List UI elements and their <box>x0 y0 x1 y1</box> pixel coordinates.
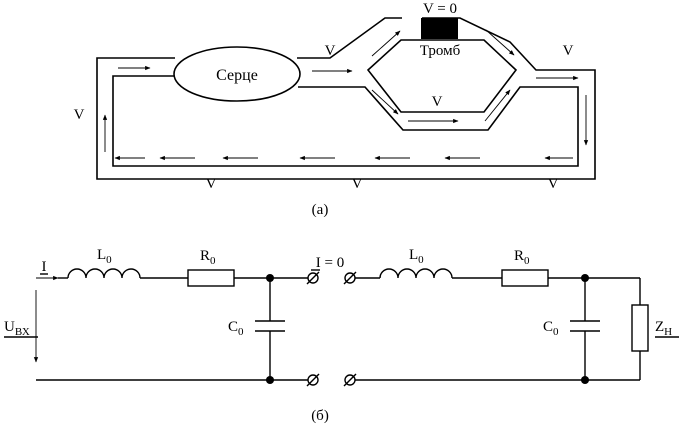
equivalent-circuit: I L0 R0 C0 UВХ <box>4 247 679 424</box>
velocity-label-left: V <box>74 107 85 123</box>
inductor-1-label: L0 <box>97 247 112 266</box>
flow-arrows <box>102 29 589 161</box>
resistor-2-label: R0 <box>514 248 530 267</box>
vessel-branch-island <box>366 39 518 113</box>
velocity-label-bottom-3: V <box>548 176 559 192</box>
velocity-label-branch: V <box>432 94 443 110</box>
velocity-label-top: V <box>325 43 336 59</box>
velocity-label-bottom-1: V <box>206 176 217 192</box>
velocity-label-bottom-2: V <box>352 176 363 192</box>
node-bottom-2 <box>581 376 589 384</box>
break-terminals-bottom <box>306 373 357 387</box>
load-impedance <box>631 304 649 352</box>
circulation-diagram: Серце Тромб V = 0 V V V V V V V (а) <box>74 1 596 218</box>
inductor-2-label: L0 <box>409 247 424 266</box>
capacitor-1-label: C0 <box>228 319 244 338</box>
inductor-2 <box>379 268 453 279</box>
current-in-label: I <box>42 259 47 275</box>
voltage-in-label: UВХ <box>4 319 30 338</box>
break-terminals-top <box>306 271 357 285</box>
heart <box>173 46 301 102</box>
resistor-2 <box>501 269 549 287</box>
resistor-1 <box>187 269 235 287</box>
thrombus <box>421 18 458 39</box>
vessel-inner-wall <box>112 75 579 167</box>
vessel-outer-wall <box>96 17 596 180</box>
caption-b: (б) <box>311 408 329 424</box>
caption-a: (а) <box>312 202 329 218</box>
heart-label: Серце <box>216 67 258 84</box>
load-label: ZН <box>655 319 672 338</box>
resistor-1-label: R0 <box>200 248 216 267</box>
thrombus-velocity-label: V = 0 <box>423 1 457 17</box>
thrombus-label: Тромб <box>420 43 461 59</box>
current-zero-label: I = 0 <box>316 255 344 271</box>
capacitor-2-label: C0 <box>543 319 559 338</box>
velocity-label-right: V <box>563 43 574 59</box>
node-bottom-1 <box>266 376 274 384</box>
inductor-1 <box>67 268 141 279</box>
